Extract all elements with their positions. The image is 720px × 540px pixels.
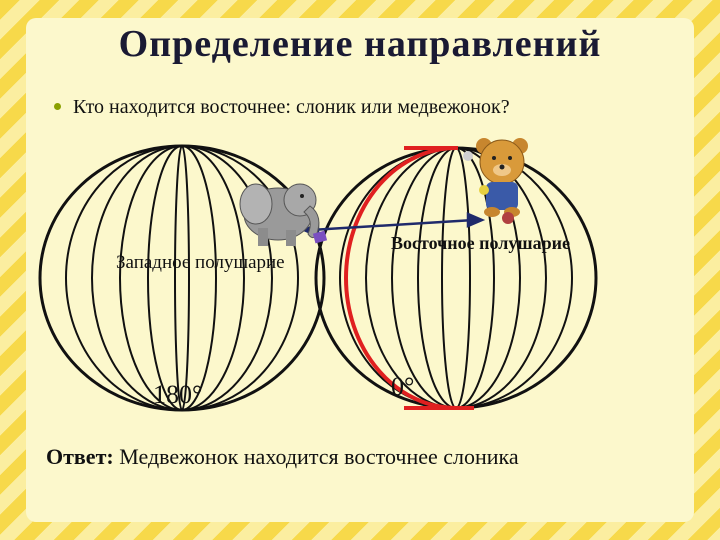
meridian-180-label: 180° (153, 380, 203, 409)
question-bullet: Кто находится восточнее: слоник или медв… (54, 96, 510, 119)
question-text: Кто находится восточнее: слоник или медв… (73, 96, 510, 118)
slide: Определение направлений Кто находится во… (26, 18, 694, 522)
answer-prefix: Ответ: (46, 444, 114, 469)
western-hemisphere-globe (38, 144, 326, 412)
eastern-hemisphere-globe (314, 146, 598, 410)
slide-title: Определение направлений (118, 23, 602, 65)
meridian-0-label: 0° (391, 372, 415, 401)
answer-body: Медвежонок находится восточнее слоника (119, 444, 519, 469)
eastern-hemisphere-label: Восточное полушарие (391, 233, 570, 253)
bear-icon (463, 138, 528, 224)
western-hemisphere-label: Западное полушарие (116, 252, 285, 273)
hemispheres-diagram (38, 138, 598, 412)
prime-meridian-line (344, 146, 457, 410)
bullet-icon (54, 102, 61, 110)
elephant-icon (239, 183, 328, 246)
answer-text: Ответ: Медвежонок находится восточнее сл… (46, 442, 606, 472)
